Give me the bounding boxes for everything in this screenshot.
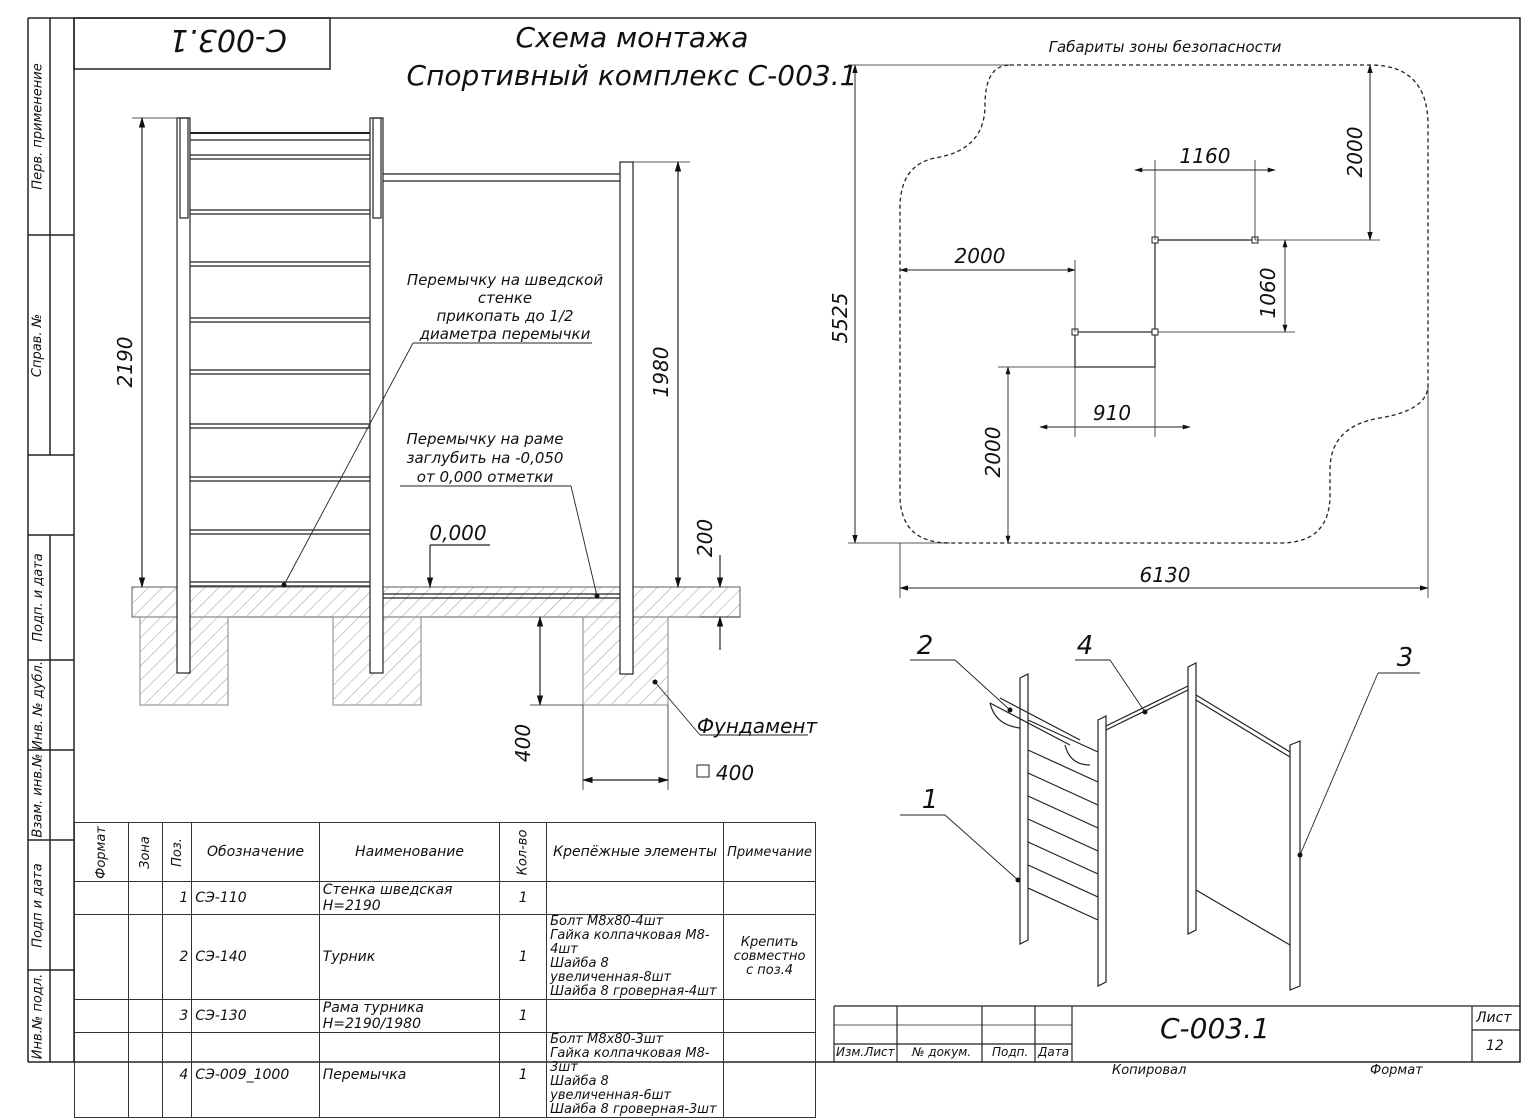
tb-code: С-003.1 bbox=[1160, 1012, 1270, 1045]
isometric-view bbox=[900, 659, 1420, 991]
tb-izm-list: Изм.Лист bbox=[836, 1045, 895, 1059]
dim-400-depth: 400 bbox=[511, 724, 535, 762]
tb-data: Дата bbox=[1038, 1045, 1070, 1059]
dim-5525: 5525 bbox=[828, 293, 852, 344]
dim-200: 200 bbox=[693, 519, 717, 557]
callout-3: 3 bbox=[1397, 643, 1414, 673]
safety-zone-plan bbox=[848, 64, 1429, 598]
specification-table: Формат Зона Поз. Обозначение Наименовани… bbox=[74, 822, 816, 1118]
strip-podp1: Подп. и дата bbox=[30, 553, 46, 642]
iso-rungs bbox=[1027, 719, 1099, 921]
note-frame-3: от 0,000 отметки bbox=[417, 468, 554, 486]
hdr-pos: Поз. bbox=[161, 822, 193, 882]
table-row: 3 СЭ-130 Рама турника Н=2190/1980 1 bbox=[74, 999, 816, 1033]
row-name: Турник bbox=[318, 914, 501, 1000]
hdr-format: Формат bbox=[74, 822, 129, 882]
hdr-qty: Кол-во bbox=[499, 822, 548, 882]
tb-n-dokum: № докум. bbox=[912, 1045, 972, 1059]
safety-zone-label: Габариты зоны безопасности bbox=[1049, 38, 1282, 56]
strip-perv: Перв. применение bbox=[30, 63, 46, 190]
tb-podp: Подп. bbox=[992, 1045, 1029, 1059]
row-name: Перемычка bbox=[318, 1032, 501, 1118]
note-wall-1: Перемычку на шведской bbox=[407, 271, 603, 289]
hdr-zone: Зона bbox=[127, 822, 163, 882]
row-fasteners: Болт М8х80-4шт Гайка колпачковая М8-4шт … bbox=[546, 914, 725, 1000]
dim-2000-top: 2000 bbox=[1343, 127, 1367, 178]
row-pos: 2 bbox=[161, 914, 193, 1000]
drawing-sheet: С-003.1 Схема монтажа Спортивный комплек… bbox=[27, 17, 1521, 1063]
tb-list-number: 12 bbox=[1486, 1038, 1504, 1054]
row-name: Стенка шведская Н=2190 bbox=[318, 881, 501, 915]
strip-vzam: Взам. инв.№ bbox=[30, 752, 46, 838]
dim-1980: 1980 bbox=[649, 347, 673, 398]
hdr-name: Наименование bbox=[318, 822, 501, 882]
spec-header-row: Формат Зона Поз. Обозначение Наименовани… bbox=[74, 822, 816, 882]
dim-2000-left: 2000 bbox=[955, 244, 1006, 268]
tb-kopiroval: Копировал bbox=[1112, 1063, 1187, 1078]
elevation-view bbox=[131, 116, 808, 790]
row-pos: 1 bbox=[161, 881, 193, 915]
dim-2000-bottom: 2000 bbox=[981, 427, 1005, 478]
callout-4: 4 bbox=[1077, 631, 1094, 661]
row-fasteners: Болт М8х80-3шт Гайка колпачковая М8-3шт … bbox=[546, 1032, 725, 1118]
callout-2: 2 bbox=[917, 631, 934, 661]
hdr-fasteners: Крепёжные элементы bbox=[546, 822, 725, 882]
dim-6130: 6130 bbox=[1140, 563, 1191, 587]
row-qty: 1 bbox=[499, 999, 548, 1033]
foundation-label: Фундамент bbox=[697, 714, 819, 738]
hdr-designation: Обозначение bbox=[191, 822, 320, 882]
note-wall-4: диаметра перемычки bbox=[419, 325, 591, 343]
row-designation: СЭ-140 bbox=[191, 914, 320, 1000]
table-row: 4 СЭ-009_1000 Перемычка 1 Болт М8х80-3шт… bbox=[74, 1032, 816, 1118]
dim-1060: 1060 bbox=[1256, 268, 1280, 319]
row-qty: 1 bbox=[499, 914, 548, 1000]
row-designation: СЭ-110 bbox=[191, 881, 320, 915]
title-block-lines bbox=[833, 1005, 1520, 1062]
note-wall-2: стенке bbox=[478, 289, 532, 307]
note-frame-2: заглубить на -0,050 bbox=[407, 449, 564, 467]
dim-910: 910 bbox=[1093, 401, 1131, 425]
row-pos: 3 bbox=[161, 999, 193, 1033]
stamp-code: С-003.1 bbox=[169, 22, 287, 57]
tb-list-label: Лист bbox=[1476, 1010, 1512, 1026]
wall-rungs bbox=[190, 154, 370, 587]
row-designation: СЭ-009_1000 bbox=[191, 1032, 320, 1118]
strip-inv-podl: Инв.№ подл. bbox=[30, 973, 46, 1059]
level-mark: 0,000 bbox=[429, 521, 486, 545]
strip-inv-dubl: Инв. № дубл. bbox=[30, 660, 46, 750]
note-frame-1: Перемычку на раме bbox=[406, 430, 563, 448]
row-name: Рама турника Н=2190/1980 bbox=[318, 999, 501, 1033]
strip-sprav: Справ. № bbox=[30, 313, 46, 377]
title-line-1: Схема монтажа bbox=[516, 21, 749, 54]
row-qty: 1 bbox=[499, 1032, 548, 1118]
row-pos: 4 bbox=[161, 1032, 193, 1118]
drawing-texts: С-003.1 Схема монтажа Спортивный комплек… bbox=[113, 21, 1413, 815]
tb-format: Формат bbox=[1370, 1063, 1423, 1078]
table-row: 1 СЭ-110 Стенка шведская Н=2190 1 bbox=[74, 881, 816, 915]
row-note: Крепить совместно с поз.4 bbox=[723, 914, 816, 1000]
dim-1160: 1160 bbox=[1180, 144, 1231, 168]
title-line-2: Спортивный комплекс С-003.1 bbox=[407, 59, 858, 92]
callout-1: 1 bbox=[922, 785, 939, 815]
table-row: 2 СЭ-140 Турник 1 Болт М8х80-4шт Гайка к… bbox=[74, 914, 816, 1000]
dim-400-size: 400 bbox=[716, 761, 754, 785]
row-designation: СЭ-130 bbox=[191, 999, 320, 1033]
note-wall-3: прикопать до 1/2 bbox=[436, 307, 573, 325]
dim-2190: 2190 bbox=[113, 337, 137, 388]
strip-podp2: Подп и дата bbox=[30, 862, 46, 948]
row-qty: 1 bbox=[499, 881, 548, 915]
hdr-note: Примечание bbox=[723, 822, 816, 882]
